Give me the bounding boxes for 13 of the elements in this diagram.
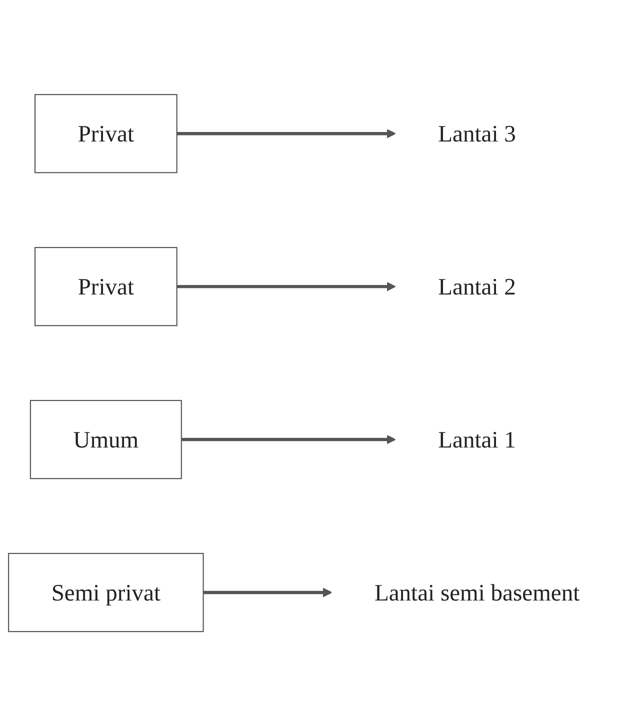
node-text: Lantai semi basement [374, 579, 580, 606]
node-text: Lantai 1 [438, 426, 516, 453]
node-box [34, 246, 178, 326]
node-text: Lantai 2 [438, 273, 516, 300]
node-box [30, 400, 182, 480]
diagram: Privat Lantai 3 Privat Lantai 2 Umum Lantai 1 Semi privat Lantai semi basement [0, 86, 631, 640]
node-box [8, 552, 204, 632]
node-box [34, 94, 178, 174]
arrow [203, 588, 332, 598]
arrow [181, 434, 396, 444]
arrow [176, 128, 396, 138]
arrow [176, 282, 396, 292]
node-text: Lantai 3 [438, 120, 516, 147]
